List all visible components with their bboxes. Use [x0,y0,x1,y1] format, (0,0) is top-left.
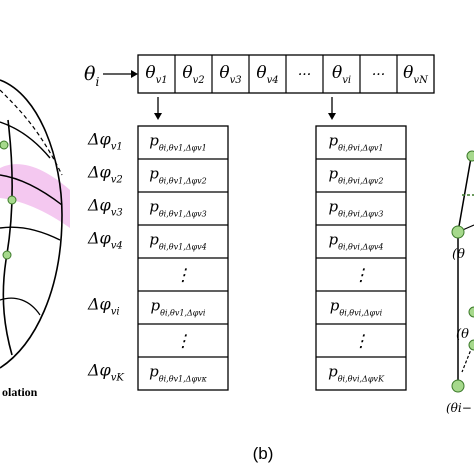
sphere-node-1 [0,140,9,150]
delta-phi-label: Δφv2 [87,163,123,186]
sphere-node-2 [7,195,17,205]
sphere-longitude [2,119,14,356]
delta-phi-label: Δφv4 [87,229,123,252]
right-node-5 [451,379,465,393]
right-label-3: (θi− [446,401,472,415]
sphere-outline [0,79,63,369]
probability-cell: pθi,θv1,Δφv1 [149,132,206,153]
right-label-2: (θ [456,327,469,342]
theta-v-cell: ··· [298,67,311,83]
right-node-3 [468,306,474,318]
ellipsis-cell: ⋮ [175,332,192,352]
right-node-4 [468,339,474,351]
ellipsis-cell: ⋮ [175,266,192,286]
column-theta-v1: pθi,θv1,Δφv1 pθi,θv1,Δφv2 pθi,θv1,Δφv3 pθi,… [137,125,229,391]
right-panel: (θ (θ (θi− [446,150,474,415]
probability-cell: pθi,θvi,Δφv1 [329,132,384,153]
theta-v-cell: ··· [372,67,385,83]
sphere-latitude-1 [0,121,51,159]
probability-cell: pθi,θvi,Δφvi [330,297,383,318]
theta-i-arrowhead [131,70,138,78]
column-theta-vi: pθi,θvi,Δφv1 pθi,θvi,Δφv2 pθi,θvi,Δφv3 pθi,… [315,125,407,391]
probability-cell: pθi,θvi,Δφv2 [329,165,384,186]
col1-down-arrowhead [154,113,162,120]
theta-v-cell: θv1 [145,63,167,86]
sphere-node-3 [2,250,12,260]
left-panel-label: olation [2,385,38,399]
middle-panel: θi θv1 θv2 θv3 θv4 ··· θvi ··· θvN Δφv1Δφv2Δφv3… [84,54,435,391]
delta-phi-label: ΔφvK [87,361,124,384]
probability-cell: pθi,θvi,Δφv3 [329,198,384,219]
ellipsis-cell: ⋮ [353,332,370,352]
probability-cell: pθi,θvi,Δφv4 [329,231,384,252]
theta-v-row: θv1 θv2 θv3 θv4 ··· θvi ··· θvN [137,54,435,94]
figure-caption: (b) [253,444,274,463]
delta-phi-label: Δφv1 [87,130,123,153]
right-outline-left [457,151,473,386]
probability-cell: pθi,θv1,Δφvκ [149,363,207,384]
probability-cell: pθi,θvi,ΔφvK [328,363,385,384]
theta-v-cell: θv2 [182,63,204,86]
ellipsis-cell: ⋮ [353,266,370,286]
delta-phi-label: Δφvi [87,295,120,318]
right-node-2 [451,225,465,239]
sphere-longitude-2 [0,297,41,316]
delta-phi-label: Δφv3 [87,196,123,219]
theta-v-cell: θv4 [256,63,278,86]
sphere-latitude-2 [0,174,63,206]
theta-v-cell: θv3 [219,63,241,86]
theta-i-label: θi [84,63,99,89]
theta-v-cell: θvN [403,63,429,86]
col2-down-arrowhead [328,113,336,120]
sphere-latitude-3 [0,226,61,241]
right-node-1 [466,150,474,162]
theta-v-cell: θvi [332,63,351,86]
probability-cell: pθi,θv1,Δφv4 [149,231,206,252]
sphere-latitude-dashed [0,89,63,176]
right-label-1: (θ [452,247,465,262]
probability-cell: pθi,θv1,Δφvi [151,297,206,318]
probability-cell: pθi,θv1,Δφv2 [149,165,206,186]
left-panel: olation [0,79,70,399]
probability-cell: pθi,θv1,Δφv3 [149,198,206,219]
